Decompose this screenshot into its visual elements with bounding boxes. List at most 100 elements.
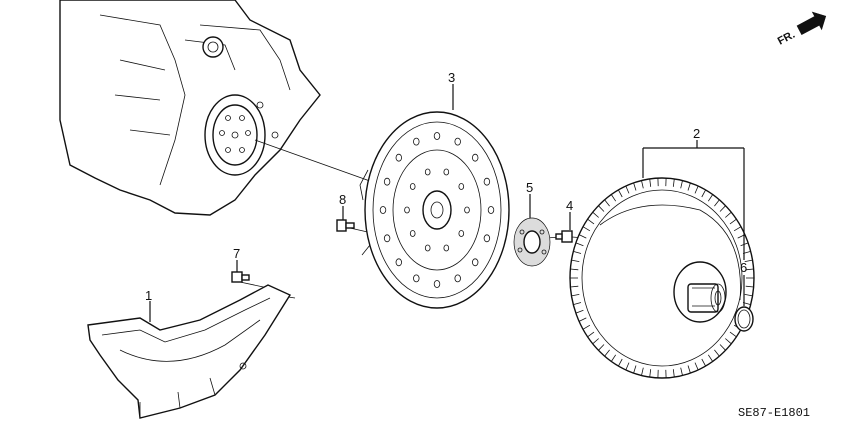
ring-gear-tooth: [618, 358, 623, 367]
ring-gear-tooth: [719, 205, 726, 212]
ring-gear-tooth: [719, 344, 726, 351]
ring-gear-tooth: [575, 309, 584, 314]
ring-gear-tooth: [573, 302, 582, 305]
plate-hole: [443, 244, 450, 252]
ring-gear-tooth: [745, 285, 754, 288]
ring-gear-tooth: [714, 349, 720, 357]
arrow-right-icon: [796, 11, 827, 35]
ring-gear-tooth: [701, 358, 706, 367]
plate-hole: [443, 168, 450, 176]
ring-gear-tooth: [604, 349, 610, 357]
ring-gear-tooth: [633, 182, 637, 191]
plate-hole: [413, 274, 420, 283]
callout-4: 4: [566, 198, 573, 213]
plate-hole: [379, 206, 387, 214]
ring-gear-tooth: [610, 354, 617, 362]
plate-hole: [409, 183, 416, 190]
bolt-8: [336, 219, 355, 232]
diagram-code: SE87-E1801: [738, 406, 810, 420]
ring-gear-tooth: [598, 205, 605, 212]
direction-marker: FR.: [776, 11, 827, 48]
callout-2: 2: [693, 126, 700, 141]
bolt-4: [555, 230, 573, 243]
callout-1: 1: [145, 288, 152, 303]
plate-hole: [458, 230, 465, 237]
plate-hole: [454, 137, 461, 146]
ring-gear-tooth: [725, 338, 732, 345]
plate-hole: [413, 137, 420, 146]
ring-gear-tooth: [649, 369, 652, 378]
ring-gear-tooth: [687, 365, 691, 374]
plate-hole: [404, 206, 410, 214]
callout-leaders: [149, 84, 745, 322]
ring-gear-tooth: [610, 194, 617, 202]
ring-gear-tooth: [729, 218, 737, 225]
ring-gear-tooth: [641, 367, 644, 376]
plate-hole: [458, 183, 465, 190]
washer-plate: [513, 217, 551, 267]
plate-hole: [383, 177, 391, 186]
ring-gear-tooth: [714, 199, 720, 207]
ring-gear-tooth: [701, 189, 706, 198]
plate-hole: [409, 230, 416, 237]
drive-plate: [359, 111, 510, 309]
plate-hole: [395, 153, 402, 162]
ring-gear-tooth: [680, 367, 683, 376]
callout-8: 8: [339, 192, 346, 207]
ring-gear-tooth: [587, 218, 595, 225]
plate-hole: [395, 258, 402, 267]
direction-label: FR.: [776, 29, 797, 48]
ring-gear-tooth: [729, 331, 737, 338]
ring-gear-tooth: [641, 180, 644, 189]
plate-hole: [433, 132, 441, 140]
ring-gear-tooth: [733, 226, 742, 232]
ring-gear-tooth: [745, 268, 754, 271]
ring-gear-tooth: [725, 211, 732, 218]
ring-gear-tooth: [582, 226, 591, 232]
plate-hole: [424, 244, 431, 252]
plate-hole: [483, 177, 491, 186]
ring-gear-tooth: [649, 178, 652, 187]
ring-gear-tooth: [680, 180, 683, 189]
plate-hole: [483, 234, 491, 243]
ring-gear-tooth: [707, 194, 714, 202]
ring-gear-tooth: [587, 331, 595, 338]
callout-7: 7: [233, 246, 240, 261]
o-ring: [734, 306, 754, 332]
callout-5: 5: [526, 180, 533, 195]
ring-gear-tooth: [573, 251, 582, 254]
callout-6: 6: [740, 260, 747, 275]
crankshaft-flange: [204, 94, 266, 176]
ring-gear-tooth: [571, 294, 580, 297]
engine-block: [59, 0, 321, 216]
plate-hole: [487, 206, 495, 214]
ring-gear-tooth: [694, 185, 699, 194]
ring-gear-tooth: [633, 365, 637, 374]
ring-gear-tooth: [625, 362, 630, 371]
ring-gear-tooth: [604, 199, 610, 207]
ring-gear-tooth: [592, 338, 599, 345]
converter-cover: [87, 284, 292, 419]
ring-gear-tooth: [707, 354, 714, 362]
ring-gear-tooth: [578, 234, 587, 239]
ring-gear-tooth: [744, 259, 753, 262]
ring-gear-tooth: [575, 242, 584, 247]
plate-hole: [433, 280, 441, 288]
ring-gear-tooth: [672, 369, 675, 378]
ring-gear-tooth: [618, 189, 623, 198]
ring-gear-tooth: [687, 182, 691, 191]
ring-gear-tooth: [578, 317, 587, 322]
ring-gear-tooth: [625, 185, 630, 194]
ring-gear-tooth: [571, 259, 580, 262]
torque-converter: [569, 177, 755, 379]
ring-gear-tooth: [570, 285, 579, 288]
ring-gear-tooth: [694, 362, 699, 371]
plate-hole: [424, 168, 431, 176]
bolt-7: [231, 271, 250, 283]
ring-gear-tooth: [592, 211, 599, 218]
ring-gear-tooth: [672, 178, 675, 187]
plate-hole: [454, 274, 461, 283]
plate-hole: [383, 234, 391, 243]
ring-gear-tooth: [582, 324, 591, 330]
